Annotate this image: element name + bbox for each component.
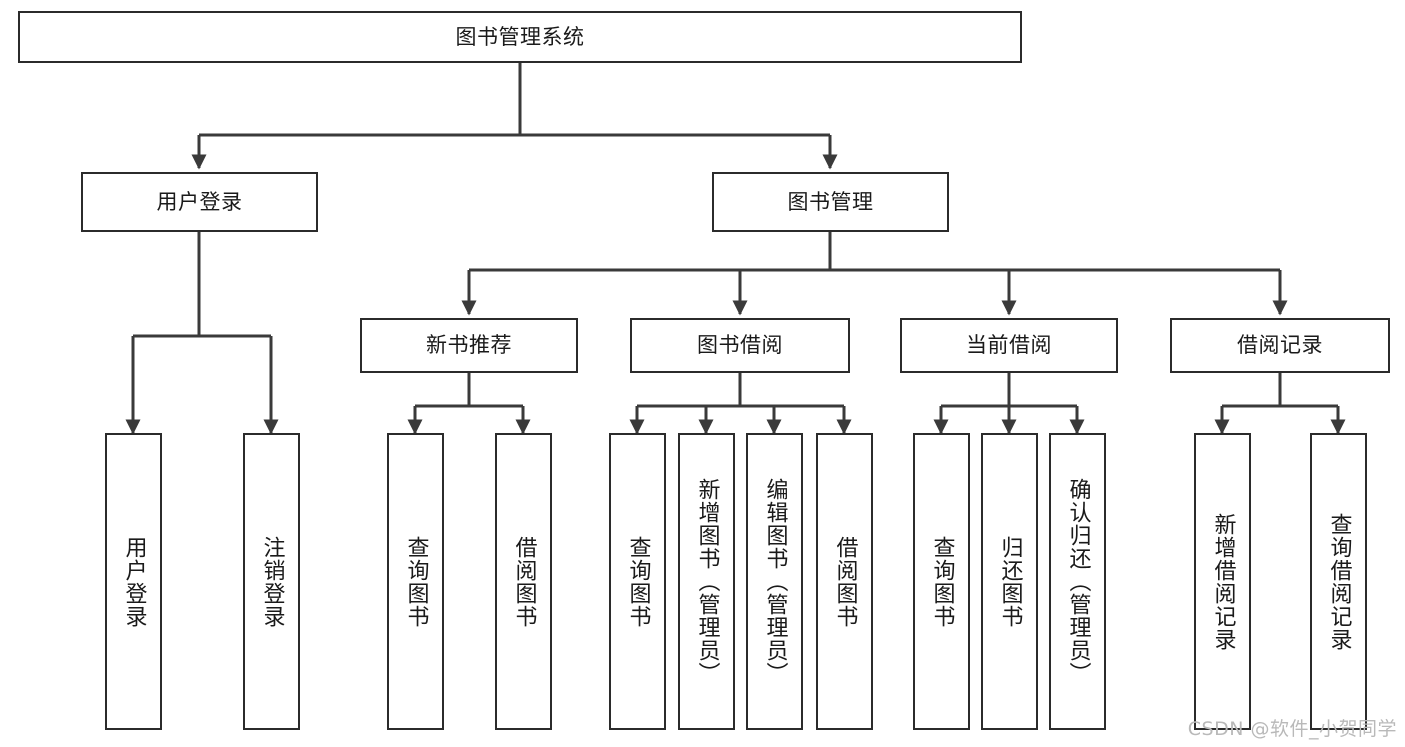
node-leaf-query-book-1-label: 查询图书 <box>403 535 429 628</box>
node-leaf-query-book-3-label: 查询图书 <box>929 535 955 628</box>
node-leaf-logout-label: 注销登录 <box>259 535 285 628</box>
node-current-borrow-label: 当前借阅 <box>966 333 1052 358</box>
node-leaf-query-record[interactable]: 查询借阅记录 <box>1310 433 1367 730</box>
node-leaf-confirm-return[interactable]: 确认归还（管理员） <box>1049 433 1106 730</box>
node-leaf-return-book[interactable]: 归还图书 <box>981 433 1038 730</box>
node-current-borrow[interactable]: 当前借阅 <box>900 318 1118 373</box>
node-leaf-add-book[interactable]: 新增图书（管理员） <box>678 433 735 730</box>
node-leaf-borrow-book-1-label: 借阅图书 <box>511 535 537 628</box>
node-leaf-query-book-2[interactable]: 查询图书 <box>609 433 666 730</box>
node-leaf-edit-book[interactable]: 编辑图书（管理员） <box>746 433 803 730</box>
node-book-borrow-label: 图书借阅 <box>697 333 783 358</box>
node-leaf-logout[interactable]: 注销登录 <box>243 433 300 730</box>
node-leaf-return-book-label: 归还图书 <box>997 535 1023 628</box>
node-leaf-add-record[interactable]: 新增借阅记录 <box>1194 433 1251 730</box>
node-user-login[interactable]: 用户登录 <box>81 172 318 232</box>
node-leaf-query-book-1[interactable]: 查询图书 <box>387 433 444 730</box>
node-root[interactable]: 图书管理系统 <box>18 11 1022 63</box>
node-new-book-recommend-label: 新书推荐 <box>426 333 512 358</box>
node-leaf-edit-book-label: 编辑图书（管理员） <box>762 478 788 685</box>
node-leaf-user-login-label: 用户登录 <box>121 535 147 628</box>
watermark-text: CSDN @软件_小贺同学 <box>1187 718 1397 740</box>
node-leaf-add-record-label: 新增借阅记录 <box>1210 512 1236 651</box>
node-borrow-record-label: 借阅记录 <box>1237 333 1323 358</box>
node-leaf-query-record-label: 查询借阅记录 <box>1326 512 1352 651</box>
node-leaf-query-book-3[interactable]: 查询图书 <box>913 433 970 730</box>
node-leaf-user-login[interactable]: 用户登录 <box>105 433 162 730</box>
node-leaf-confirm-return-label: 确认归还（管理员） <box>1065 478 1091 685</box>
node-new-book-recommend[interactable]: 新书推荐 <box>360 318 578 373</box>
node-book-manage[interactable]: 图书管理 <box>712 172 949 232</box>
node-borrow-record[interactable]: 借阅记录 <box>1170 318 1390 373</box>
node-leaf-borrow-book-2-label: 借阅图书 <box>832 535 858 628</box>
node-leaf-query-book-2-label: 查询图书 <box>625 535 651 628</box>
node-root-label: 图书管理系统 <box>455 24 585 49</box>
node-book-manage-label: 图书管理 <box>787 189 874 214</box>
node-book-borrow[interactable]: 图书借阅 <box>630 318 850 373</box>
node-user-login-label: 用户登录 <box>156 189 243 214</box>
node-leaf-borrow-book-1[interactable]: 借阅图书 <box>495 433 552 730</box>
node-leaf-add-book-label: 新增图书（管理员） <box>694 478 720 685</box>
node-leaf-borrow-book-2[interactable]: 借阅图书 <box>816 433 873 730</box>
